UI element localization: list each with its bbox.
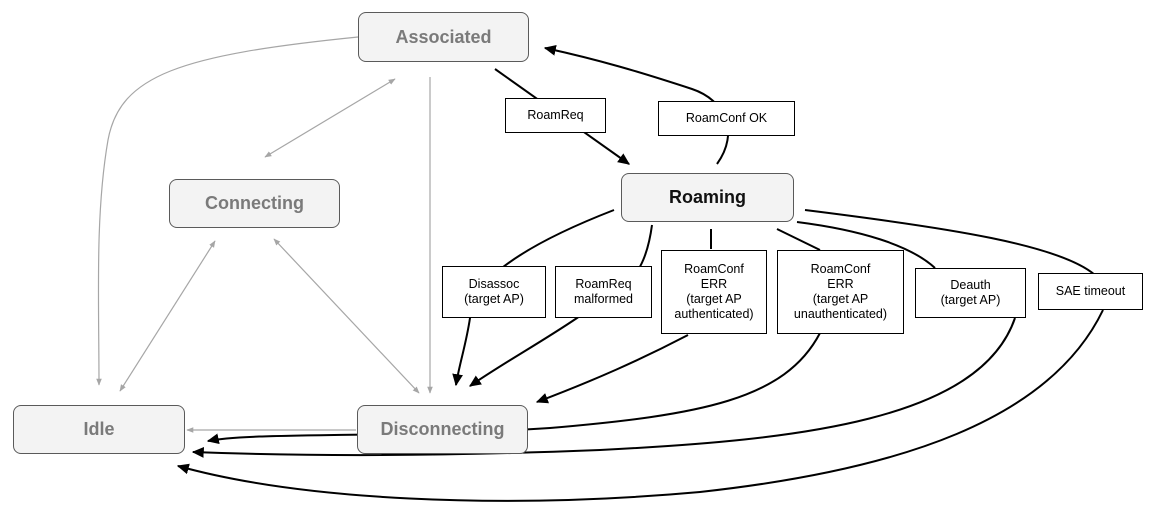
edge-sae-timeout xyxy=(178,209,1104,502)
transition-label-disassoc: Disassoc (target AP) xyxy=(442,266,546,318)
transition-label-roamconf-err-unauthenticated: RoamConf ERR (target AP unauthenticated) xyxy=(777,250,904,334)
transition-label-roamconf-ok: RoamConf OK xyxy=(658,101,795,136)
edge-associated-to-idle xyxy=(96,36,359,386)
transition-label-roamreq: RoamReq xyxy=(505,98,606,133)
state-disconnecting[interactable]: Disconnecting xyxy=(357,405,528,454)
state-roaming[interactable]: Roaming xyxy=(621,173,794,222)
edge-connecting-idle xyxy=(119,240,216,392)
transition-label-roamconf-err-authenticated: RoamConf ERR (target AP authenticated) xyxy=(661,250,767,334)
transition-label-deauth: Deauth (target AP) xyxy=(915,268,1026,318)
state-associated[interactable]: Associated xyxy=(358,12,529,62)
edge-roamreq-malformed xyxy=(469,224,653,387)
edge-associated-connecting xyxy=(264,78,396,158)
edge-deauth xyxy=(193,221,1016,455)
edge-roamconf-err-unauth xyxy=(208,228,821,441)
transition-label-sae-timeout: SAE timeout xyxy=(1038,273,1143,310)
state-connecting[interactable]: Connecting xyxy=(169,179,340,228)
state-idle[interactable]: Idle xyxy=(13,405,185,454)
edge-connecting-disconnecting xyxy=(273,238,420,394)
transition-label-roamreq-malformed: RoamReq malformed xyxy=(555,266,652,318)
edge-roamconf-err-auth xyxy=(537,229,712,402)
